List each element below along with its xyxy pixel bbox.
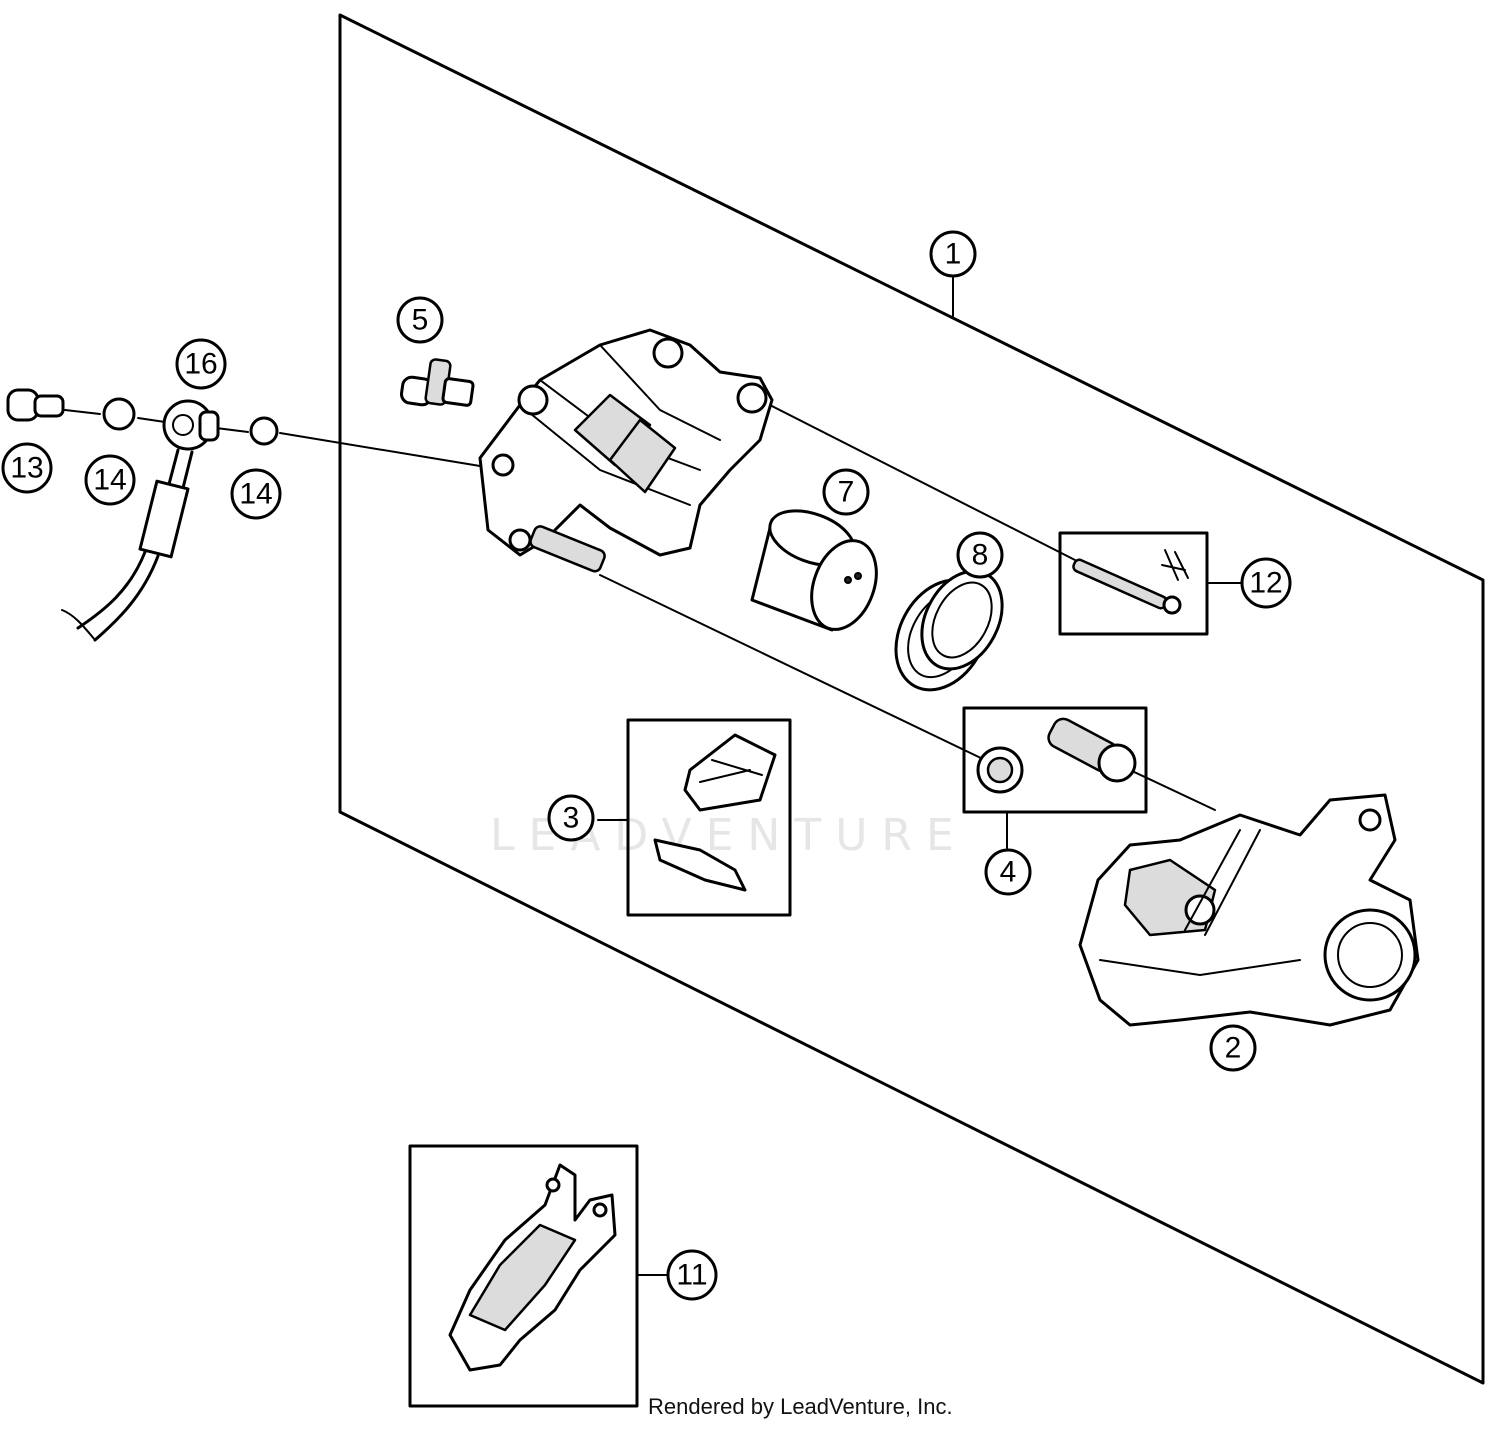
callout-2: 2: [1209, 1024, 1257, 1072]
caliper-body: [478, 328, 774, 573]
render-credit: Rendered by LeadVenture, Inc.: [648, 1394, 953, 1419]
bleeder-valve: [400, 358, 475, 407]
brake-pad-box: [408, 1144, 639, 1408]
callout-8: 8: [956, 531, 1004, 579]
piston-seals: [894, 569, 1004, 692]
callout-label: 2: [1225, 1032, 1242, 1065]
callout-16: 16: [175, 338, 227, 390]
callout-label: 8: [972, 539, 989, 572]
callout-label: 3: [563, 802, 580, 835]
pin-clip-box: [1058, 531, 1209, 636]
callout-14-right: 14: [230, 468, 282, 520]
callout-label: 7: [838, 476, 855, 509]
callout-13: 13: [1, 442, 53, 494]
callout-label: 11: [676, 1259, 707, 1292]
leader-lines: [64, 277, 1243, 1276]
callout-label: 14: [239, 478, 272, 511]
pad-spring-box: [626, 718, 792, 917]
bushing-box: [962, 706, 1148, 814]
callout-label: 16: [184, 348, 217, 381]
callout-7: 7: [822, 468, 870, 516]
caliper-bracket: [1078, 793, 1420, 1027]
callout-label: 5: [412, 304, 429, 337]
caliper-piston: [750, 509, 878, 632]
callout-label: 4: [1000, 856, 1017, 889]
callout-1: 1: [929, 230, 977, 278]
callout-11: 11: [666, 1249, 718, 1301]
callout-label: 12: [1249, 567, 1282, 600]
callout-label: 13: [10, 452, 43, 485]
callout-4: 4: [984, 848, 1032, 896]
callout-5: 5: [396, 296, 444, 344]
callout-3: 3: [547, 794, 595, 842]
assembly-outline: [338, 13, 1485, 1385]
callout-label: 14: [93, 464, 126, 497]
callout-12: 12: [1240, 557, 1292, 609]
callout-label: 1: [945, 238, 962, 271]
callout-14-left: 14: [84, 454, 136, 506]
brake-hose-assembly: [6, 388, 279, 642]
